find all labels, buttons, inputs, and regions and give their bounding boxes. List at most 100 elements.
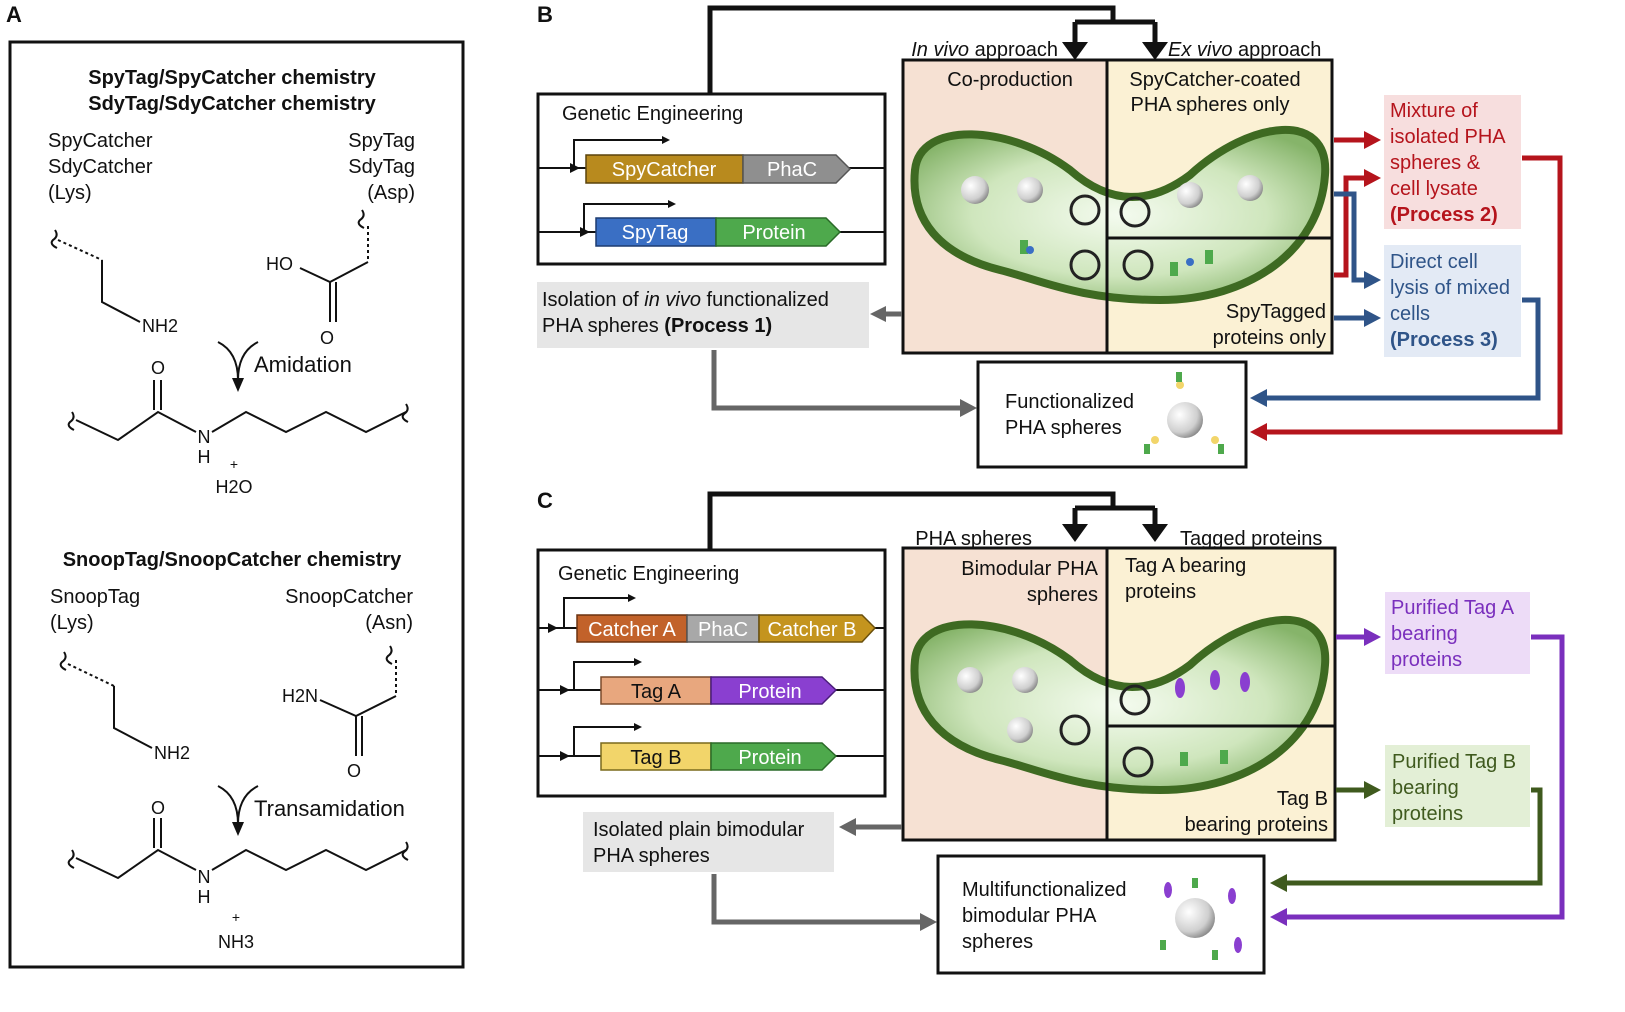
b-protein-blob	[1020, 240, 1028, 254]
b-mixture-line-3: spheres &	[1390, 152, 1481, 174]
b-in-vivo-label: In vivo approach	[911, 39, 1058, 61]
b-gene-spycatcher-label: SpyCatcher	[612, 159, 717, 181]
spy-right-line-1: SpyTag	[348, 130, 415, 152]
c-purified-a-line-1: Purified Tag A	[1391, 597, 1515, 619]
snoop-h2n: H2N	[282, 686, 318, 706]
b-functionalized-line-2: PHA spheres	[1005, 417, 1122, 439]
snoop-lys-dashed-bond	[67, 663, 115, 687]
b-direct-box	[1384, 245, 1521, 357]
c-gene-catcher-b-label: Catcher B	[768, 619, 857, 641]
spy-product-chain	[75, 380, 407, 442]
c-multi-line-3: spheres	[962, 931, 1033, 953]
panel-c: C PHA spheres Tagged proteins Genetic En…	[536, 488, 1565, 975]
c-attached-purple	[1164, 882, 1172, 898]
snoop-nh2: NH2	[154, 743, 190, 763]
b-top-arrowheads	[1062, 42, 1168, 60]
snoop-lys-chain	[113, 686, 153, 749]
snoop-product-o: O	[151, 798, 165, 818]
c-isolated-line-2: PHA spheres	[593, 845, 710, 867]
spy-left-line-1: SpyCatcher	[48, 130, 153, 152]
spy-carbonyl-o: O	[320, 328, 334, 348]
c-gene-tag-a	[600, 676, 712, 705]
snoop-plus: +	[232, 909, 240, 925]
c-attached-purple	[1228, 888, 1236, 904]
b-tagged-only-line-2: proteins only	[1213, 327, 1326, 349]
b-coproduction-label: Co-production	[947, 69, 1073, 91]
snoop-left-line-2: (Lys)	[50, 612, 94, 634]
spy-right-line-3: (Asp)	[367, 182, 415, 204]
b-direct-line-2: lysis of mixed	[1390, 277, 1510, 299]
c-promoter-1	[563, 594, 636, 628]
c-purified-a-line-2: bearing	[1391, 623, 1458, 645]
panel-b: B In vivo approach Ex vivo approach Gene…	[536, 2, 1563, 469]
b-catcher-only-line-2: PHA spheres only	[1131, 94, 1290, 116]
b-blue-arrowhead-1	[1364, 271, 1381, 289]
spy-product-wavy-left	[67, 411, 75, 431]
c-green-arrowhead	[1364, 781, 1381, 799]
c-gene-protein-a	[710, 676, 838, 705]
b-tag-dot	[1186, 258, 1194, 266]
amidation-arrow	[217, 341, 259, 381]
b-top-connector	[707, 5, 1158, 94]
b-rbs-markers	[570, 163, 590, 237]
c-gene-tag-a-label: Tag A	[631, 681, 682, 703]
spy-title-2: SdyTag/SdyCatcher chemistry	[88, 93, 376, 115]
spy-product-wavy-right	[401, 403, 409, 423]
c-green-protein	[1220, 750, 1228, 764]
transamidation-arrow	[217, 785, 259, 825]
snoop-right-line-1: SnoopCatcher	[285, 586, 413, 608]
c-gene-phac	[686, 614, 760, 643]
c-gene-phac-label: PhaC	[698, 619, 748, 641]
spy-nh2: NH2	[142, 316, 178, 336]
c-purple-protein	[1210, 670, 1220, 690]
b-promoter-1	[573, 136, 670, 168]
c-tagged-proteins-label: Tagged proteins	[1180, 528, 1322, 550]
c-bacterium	[910, 616, 1330, 795]
b-mixture-process: (Process 2)	[1390, 204, 1498, 226]
snoop-product-h: H	[198, 887, 211, 907]
c-purple-protein	[1240, 672, 1250, 692]
b-arrow-isolation-to-functionalized	[711, 350, 962, 411]
spy-asp-wavy	[357, 209, 365, 229]
b-blue-arrowhead-2	[1364, 309, 1381, 327]
b-ex-vivo-label: Ex vivo approach	[1168, 39, 1321, 61]
c-purple-protein	[1175, 678, 1185, 698]
snoop-asn-wavy	[385, 645, 393, 665]
b-genetic-title: Genetic Engineering	[562, 103, 743, 125]
b-pha-sphere	[1177, 182, 1203, 208]
c-purified-b-box	[1385, 745, 1530, 827]
spy-product-o: O	[151, 358, 165, 378]
b-plasmid-icon	[1069, 194, 1101, 226]
c-purple-arrowhead	[1364, 628, 1381, 646]
c-tag-b-line-1: Tag B	[1277, 788, 1328, 810]
b-protein-blob	[1170, 262, 1178, 276]
c-gene-protein-b-label: Protein	[738, 747, 801, 769]
c-purified-b-line-1: Purified Tag B	[1392, 751, 1516, 773]
b-functionalized-box	[976, 360, 1248, 469]
transamidation-arrowhead	[232, 822, 244, 836]
c-gene-catcher-a	[576, 614, 688, 643]
b-arrowhead-functionalized	[960, 399, 977, 417]
b-attached-catcher	[1176, 381, 1184, 389]
panel-c-letter: C	[537, 488, 553, 513]
spy-plus: +	[230, 456, 238, 472]
c-attached-green	[1192, 878, 1198, 888]
spy-byproduct: H2O	[215, 477, 252, 497]
c-attached-purple	[1234, 937, 1242, 953]
c-arrowhead-multi	[920, 913, 937, 931]
snoop-left-line-1: SnoopTag	[50, 586, 140, 608]
b-attached-catcher	[1151, 436, 1159, 444]
b-gene-protein	[715, 217, 842, 247]
c-plasmid-icon	[1119, 684, 1151, 716]
b-pha-sphere	[961, 176, 989, 204]
b-promoter-2	[583, 200, 676, 232]
b-direct-line-3: cells	[1390, 303, 1430, 325]
c-gene-protein-a-label: Protein	[738, 681, 801, 703]
snoop-product-n: N	[198, 867, 211, 887]
c-bimodular-line-1: Bimodular PHA	[961, 558, 1098, 580]
c-purified-a-box	[1385, 592, 1530, 674]
c-multi-line-1: Multifunctionalized	[962, 879, 1127, 901]
b-tag-dot	[1026, 246, 1034, 254]
b-attached-protein	[1144, 444, 1150, 454]
b-functionalized-line-1: Functionalized	[1005, 391, 1134, 413]
